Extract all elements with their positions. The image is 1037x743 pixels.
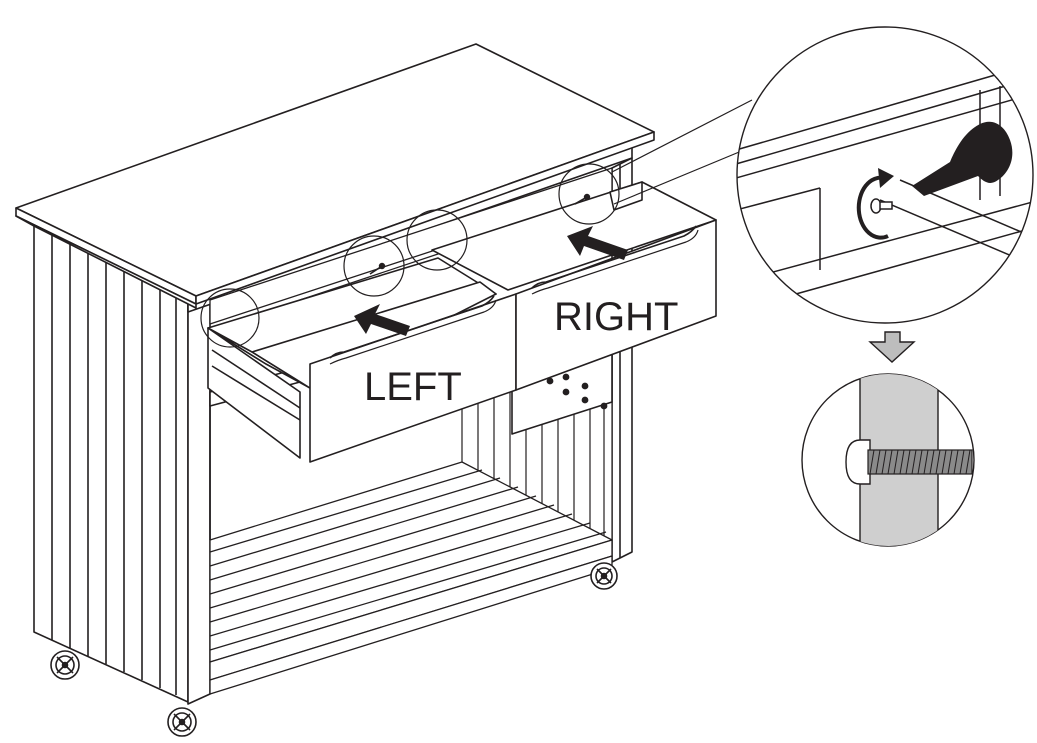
bolt-detail-view bbox=[801, 373, 975, 547]
pointing-hand-icon bbox=[912, 121, 1013, 196]
callout-circle-center bbox=[406, 209, 468, 271]
callout-circle-right bbox=[558, 163, 620, 225]
bottom-shelf bbox=[209, 461, 613, 695]
tabletop bbox=[15, 43, 655, 309]
left-side-panel bbox=[33, 219, 189, 703]
rotate-arrow-icon bbox=[856, 168, 894, 240]
detail-magnified-view bbox=[736, 26, 1034, 324]
kitchen-cart bbox=[15, 43, 717, 737]
callout-circle-left bbox=[200, 288, 260, 348]
caster-wheel bbox=[167, 707, 197, 737]
front-left-leg bbox=[187, 285, 211, 705]
detail-callouts bbox=[200, 99, 753, 348]
caster-wheel bbox=[50, 650, 80, 680]
screw-icon bbox=[870, 198, 893, 214]
push-arrow-icon bbox=[567, 226, 628, 260]
drawer-label-left: LEFT bbox=[364, 365, 462, 409]
push-arrow-icon bbox=[354, 304, 410, 336]
caster-wheel bbox=[590, 562, 618, 590]
drawer-label-right: RIGHT bbox=[554, 295, 678, 339]
screw-icon bbox=[574, 193, 591, 205]
callout-circle-mid bbox=[343, 235, 405, 297]
down-arrow-icon bbox=[868, 331, 916, 363]
screw-icon bbox=[369, 262, 386, 275]
